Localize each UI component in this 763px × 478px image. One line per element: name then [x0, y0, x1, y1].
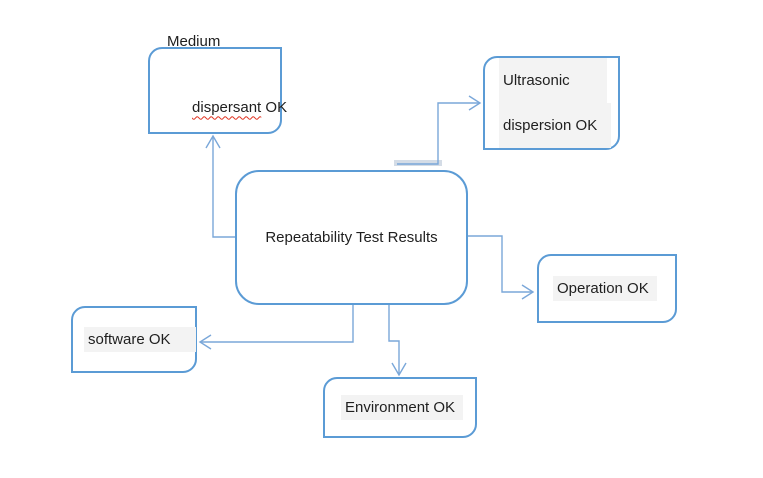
arrowhead-down-icon	[391, 362, 407, 377]
arrowhead-right-icon	[521, 284, 535, 300]
arrowhead-right-icon	[468, 95, 482, 111]
node-operation-ok: Operation OK	[537, 254, 677, 323]
node-environment-ok: Environment OK	[323, 377, 477, 438]
connector-central-to-operation	[468, 235, 535, 300]
node-medium-line1: Medium	[167, 32, 221, 50]
node-software-label: software OK	[84, 327, 196, 352]
node-ultrasonic-line2: dispersion OK	[499, 103, 611, 148]
arrowhead-up-icon	[205, 134, 221, 149]
node-environment-label: Environment OK	[341, 395, 464, 420]
node-operation-label: Operation OK	[553, 276, 657, 301]
node-medium-dispersant-ok: Medium dispersant OK	[148, 33, 287, 134]
node-ultrasonic-dispersion-ok: Ultrasonic dispersion OK	[483, 56, 620, 150]
arrowhead-left-icon	[198, 334, 212, 350]
node-ultrasonic-line1: Ultrasonic	[499, 58, 607, 103]
node-medium-misspelled-word: dispersant	[192, 98, 262, 116]
node-software-ok: software OK	[71, 306, 197, 373]
connector-central-to-medium	[205, 134, 235, 238]
connector-selection-band	[394, 160, 442, 166]
node-medium-line2-suffix: OK	[261, 98, 288, 116]
node-repeatability-test-results: Repeatability Test Results	[235, 170, 468, 305]
connector-central-to-ultrasonic	[397, 95, 482, 165]
connector-central-to-environment	[388, 305, 407, 377]
node-central-label: Repeatability Test Results	[265, 229, 438, 246]
connector-central-to-software	[198, 305, 354, 350]
